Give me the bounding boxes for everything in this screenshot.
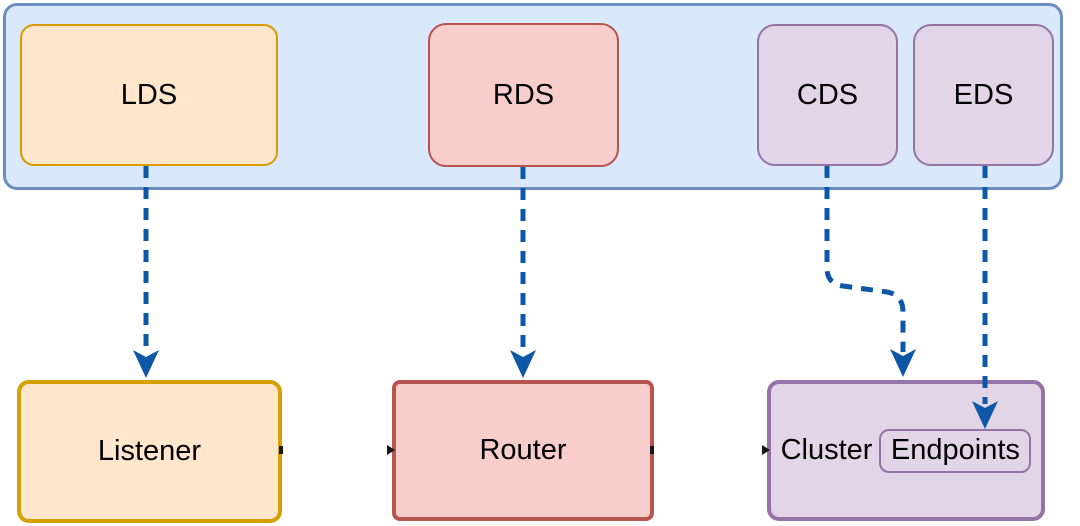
node-rds-label: RDS <box>492 78 555 111</box>
node-listener-label: Listener <box>97 435 202 467</box>
edge-cds-cluster-line <box>824 166 906 352</box>
node-cds: CDS <box>757 24 898 166</box>
arrowhead-lds-listener-icon <box>133 350 159 378</box>
node-rds: RDS <box>428 23 619 167</box>
node-router-label: Router <box>479 434 567 466</box>
node-endpoints-label: Endpoints <box>890 434 1020 466</box>
node-cluster: Cluster Endpoints <box>767 380 1045 521</box>
arrowhead-rds-router-icon <box>510 350 536 378</box>
node-cluster-label: Cluster <box>780 434 873 466</box>
edge-rds-router <box>510 167 536 378</box>
node-listener: Listener <box>17 380 282 523</box>
edge-cds-cluster <box>824 166 916 377</box>
arrowhead-cds-cluster-icon <box>890 349 916 377</box>
node-eds: EDS <box>913 24 1054 166</box>
node-lds-label: LDS <box>120 78 178 111</box>
node-eds-label: EDS <box>953 78 1014 111</box>
node-router: Router <box>392 380 654 521</box>
edge-lds-listener <box>133 166 159 378</box>
node-endpoints: Endpoints <box>879 428 1032 473</box>
node-lds: LDS <box>20 24 278 166</box>
node-cds-label: CDS <box>796 78 859 111</box>
